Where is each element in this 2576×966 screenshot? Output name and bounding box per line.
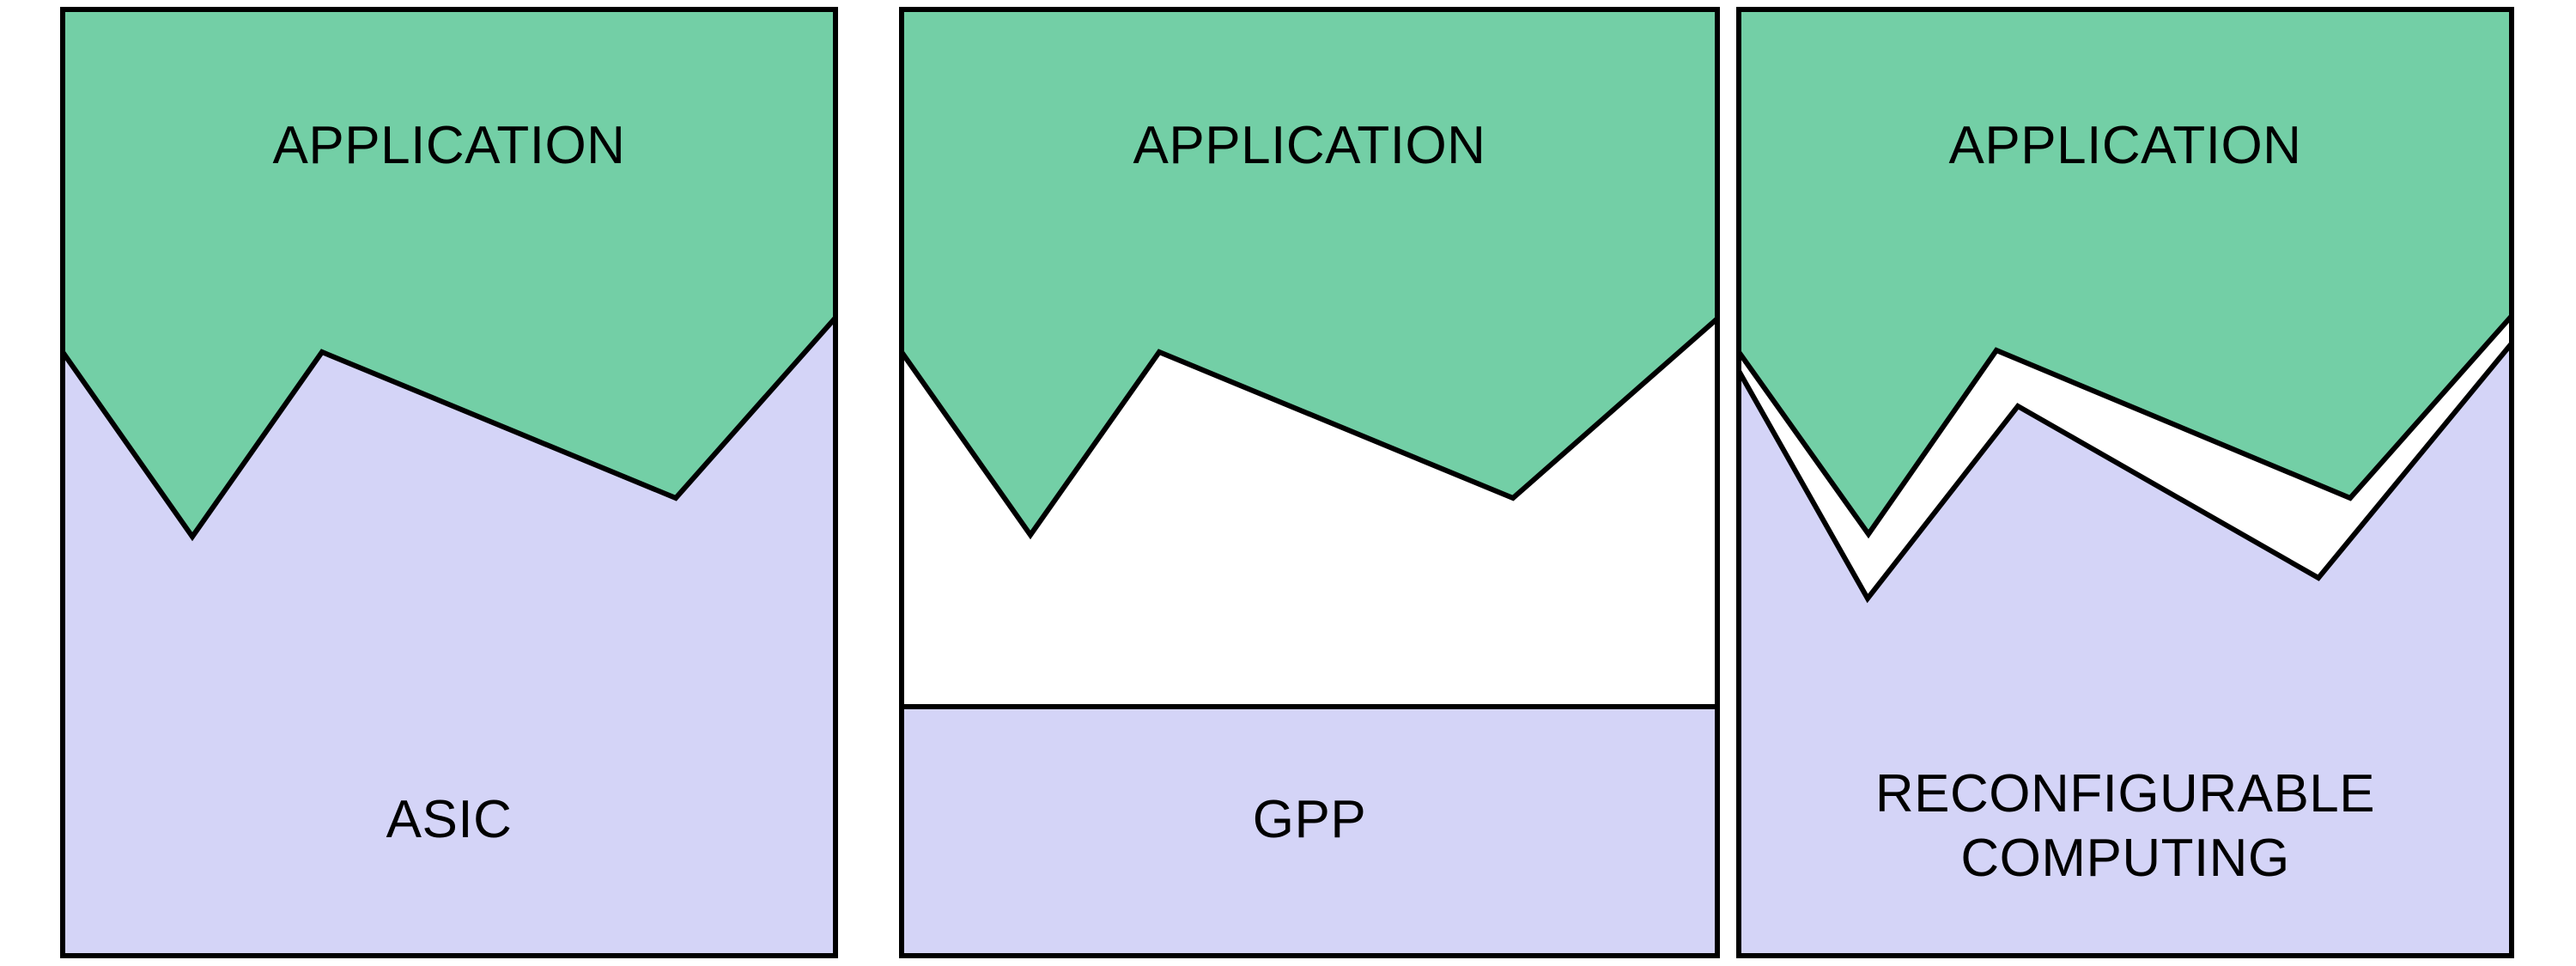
panel-rc-application-label: APPLICATION [1949,116,2302,175]
panel-asic-application-label: APPLICATION [273,116,626,175]
panel-gpp-application-region [902,9,1717,535]
panel-gpp-frame [899,7,1720,958]
panel-asic-application-region [63,9,835,537]
panel-reconfigurable-computing[interactable]: APPLICATION RECONFIGURABLE COMPUTING [1736,7,2514,958]
panel-rc-hardware-interface-line [1736,342,2514,604]
panel-gpp-application-interface-line [899,316,1719,540]
panel-asic-hardware-region [63,318,835,956]
panel-asic-hardware-label: ASIC [386,790,513,849]
panel-gpp-gap-region [902,319,1717,707]
panel-gpp-hardware-region [902,707,1717,956]
panel-rc-hardware-label-line-1: RECONFIGURABLE [1875,764,2375,823]
panel-gpp-application-label: APPLICATION [1133,116,1486,175]
panel-rc-hardware-region [1739,343,2512,956]
panel-asic[interactable]: APPLICATION ASIC [60,7,838,958]
panel-rc-frame [1736,7,2514,958]
panel-asic-interface-line [60,316,838,542]
panel-gpp[interactable]: APPLICATION GPP [899,7,1720,958]
panel-rc-application-region [1739,9,2512,534]
panel-rc-hardware-label-line-2: COMPUTING [1960,829,2289,888]
panel-gpp-hardware-label: GPP [1253,790,1366,849]
panel-asic-frame [60,7,838,958]
panel-rc-application-interface-line [1736,314,2514,539]
